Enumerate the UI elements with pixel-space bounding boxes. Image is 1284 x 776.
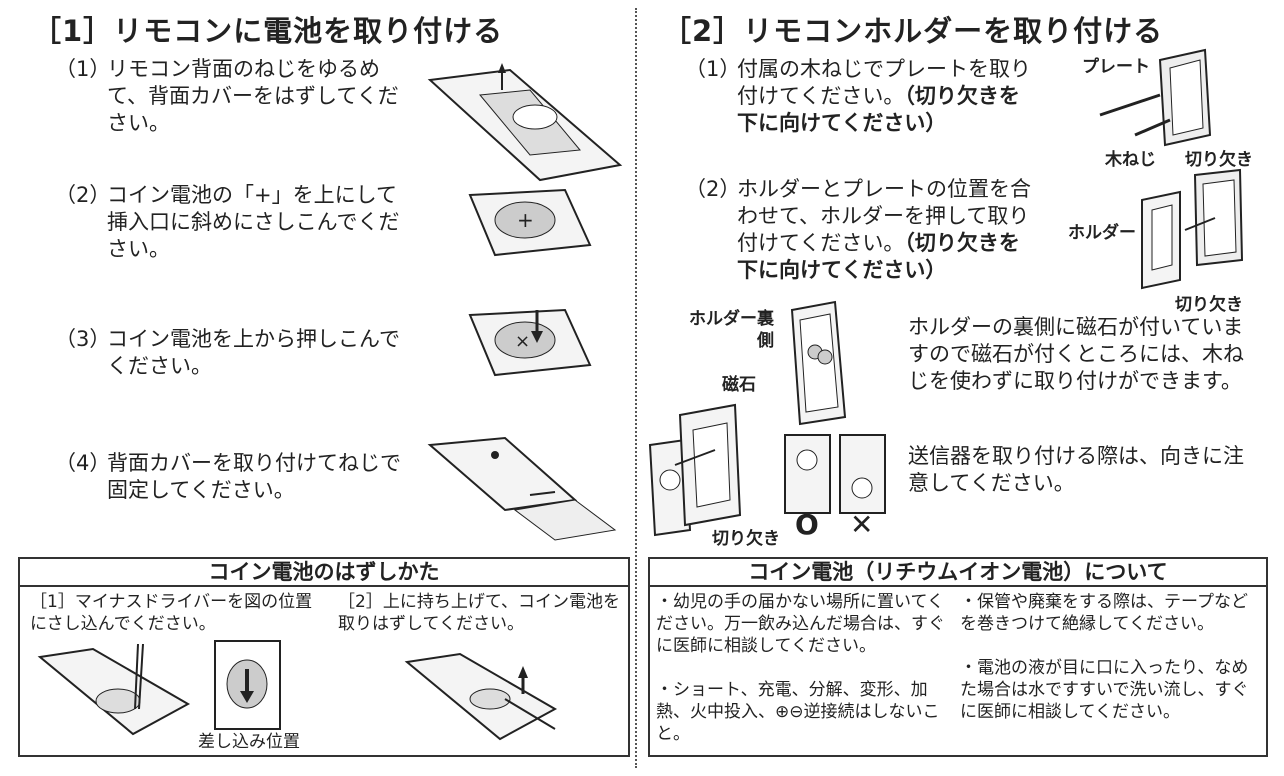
cover-attach-illustration bbox=[427, 436, 617, 541]
step-num: ［2］ bbox=[338, 592, 383, 612]
battery-lift-illustration bbox=[404, 652, 558, 741]
section2-title: ［2］リモコンホルダーを取り付ける bbox=[662, 14, 1164, 48]
remote-back-cover-illustration bbox=[427, 63, 623, 182]
orientation-note: 送信器を取り付ける際は、向きに注意してください。 bbox=[908, 444, 1244, 495]
battery-info-title: コイン電池（リチウムイオン電池）について bbox=[650, 559, 1266, 587]
step-text: ホルダーとプレートの位置を合わせて、ホルダーを押して取り付けてください。 bbox=[737, 177, 1031, 255]
step-text: 上に持ち上げて、コイン電池を取りはずしてください。 bbox=[338, 592, 620, 634]
transmitter-orientation-illustration bbox=[648, 403, 886, 537]
step-num: ［1］ bbox=[30, 592, 75, 612]
step-text: コイン電池を上から押しこんでください。 bbox=[107, 327, 400, 378]
holder-back-label: ホルダー裏側 bbox=[689, 309, 774, 351]
section1-title: ［1］リモコンに電池を取り付ける bbox=[32, 14, 504, 48]
step-text: 付属の木ねじでプレートを取り付けてください。 bbox=[737, 57, 1031, 108]
holder-back-illustration bbox=[790, 300, 847, 426]
removal-box-title: コイン電池のはずしかた bbox=[20, 559, 628, 587]
battery-info-box: コイン電池（リチウムイオン電池）について ・幼児の手の届かない場所に置いてくださ… bbox=[648, 557, 1268, 757]
magnet-note: ホルダーの裏側に磁石が付いていますので磁石が付くところには、木ねじを使わずに取り… bbox=[908, 315, 1244, 393]
magnet-label: 磁石 bbox=[722, 375, 756, 395]
step-num: （2） bbox=[685, 177, 741, 201]
removal-step-2: ［2］上に持ち上げて、コイン電池を取りはずしてください。 bbox=[338, 591, 623, 635]
battery-removal-box: コイン電池のはずしかた ［1］マイナスドライバーを図の位置にさし込んでください。… bbox=[18, 557, 630, 757]
notch-label-3: 切り欠き bbox=[712, 529, 780, 549]
step-text: 背面カバーを取り付けてねじで固定してください。 bbox=[107, 451, 401, 502]
step-text: リモコン背面のねじをゆるめて、背面カバーをはずしてください。 bbox=[107, 57, 399, 135]
wrong-orientation-mark: ✕ bbox=[850, 508, 874, 541]
notch-label-2: 切り欠き bbox=[1175, 295, 1243, 315]
svg-text:×: × bbox=[515, 331, 530, 352]
step-num: （1） bbox=[685, 57, 741, 81]
battery-warning-4: ・電池の液が目に口に入ったり、なめた場合は水ですすいで洗い流し、すぐに医師に相談… bbox=[960, 658, 1249, 722]
step-text: コイン電池の「+」を上にして挿入口に斜めにさしこんでください。 bbox=[107, 183, 400, 261]
plate-label: プレート bbox=[1082, 57, 1150, 77]
screw-label: 木ねじ bbox=[1105, 150, 1156, 170]
insert-position-label: 差し込み位置 bbox=[198, 732, 300, 752]
step-note-bold: （切り欠きを下に向けてください） bbox=[737, 231, 1020, 282]
correct-orientation-mark: O bbox=[795, 508, 819, 541]
battery-insert-illustration: + bbox=[468, 188, 592, 257]
battery-press-illustration: × bbox=[468, 308, 592, 377]
insert-position-illustration bbox=[214, 640, 281, 730]
plate-screw-illustration bbox=[1099, 48, 1212, 147]
notch-label: 切り欠き bbox=[1185, 150, 1253, 170]
step-text: マイナスドライバーを図の位置にさし込んでください。 bbox=[30, 592, 313, 634]
step-num: （1） bbox=[55, 57, 111, 81]
column-divider bbox=[635, 8, 637, 768]
screwdriver-insert-illustration bbox=[37, 643, 191, 736]
battery-warning-2: ・ショート、充電、分解、変形、加熱、火中投入、⊕⊖逆接続はしないこと。 bbox=[656, 680, 940, 744]
svg-text:+: + bbox=[517, 208, 534, 232]
battery-warning-3: ・保管や廃棄をする際は、テープなどを巻きつけて絶縁してください。 bbox=[960, 592, 1248, 634]
battery-warning-1: ・幼児の手の届かない場所に置いてください。万一飲み込んだ場合は、すぐに医師に相談… bbox=[656, 592, 945, 656]
step-num: （4） bbox=[55, 451, 111, 475]
step-note-bold: （切り欠きを下に向けてください） bbox=[737, 84, 1020, 135]
holder-label: ホルダー bbox=[1068, 223, 1136, 243]
holder-plate-illustration bbox=[1141, 168, 1244, 290]
step-num: （3） bbox=[55, 327, 111, 351]
step-num: （2） bbox=[55, 183, 111, 207]
removal-step-1: ［1］マイナスドライバーを図の位置にさし込んでください。 bbox=[30, 591, 320, 635]
